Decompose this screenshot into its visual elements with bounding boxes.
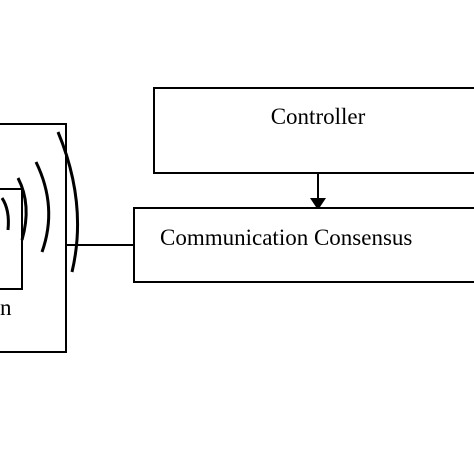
partial-node-label: n <box>0 295 12 320</box>
signal-arc-4 <box>56 131 80 273</box>
signal-arc-3 <box>34 161 51 253</box>
partial-node: n <box>0 123 67 353</box>
signal-arc-2 <box>16 177 28 241</box>
signal-arc-1 <box>0 197 10 231</box>
controller-to-communication-arrow <box>310 173 326 210</box>
wireless-signal-icon <box>0 131 80 273</box>
controller-box <box>153 87 474 174</box>
communication-consensus-label: Communication Consensus <box>160 225 412 250</box>
communication-consensus-block: Communication Consensus <box>133 207 474 283</box>
arrow-head <box>310 198 326 210</box>
controller-block: Controller <box>153 87 474 174</box>
controller-label: Controller <box>271 104 366 129</box>
outer-node-frame <box>0 123 67 353</box>
